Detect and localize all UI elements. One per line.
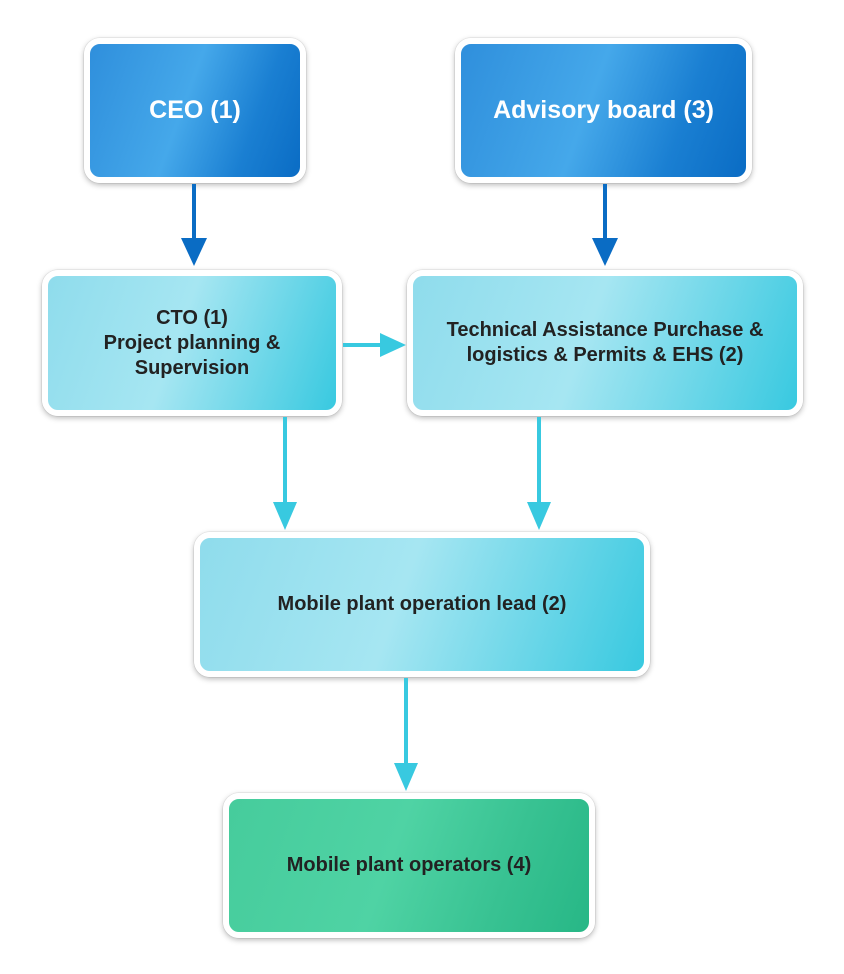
node-operation-lead-label: Mobile plant operation lead (2)	[277, 593, 567, 615]
edge-lead-to-operators	[394, 678, 418, 791]
arrowhead-icon	[273, 502, 297, 530]
node-cto: CTO (1) Project planning & Supervision	[42, 270, 342, 416]
arrowhead-icon	[592, 238, 618, 266]
node-advisory-board-label: Advisory board (3)	[493, 95, 714, 124]
node-ceo: CEO (1)	[84, 38, 306, 183]
edge-technical-to-lead	[527, 417, 551, 530]
arrowhead-icon	[181, 238, 207, 266]
arrowhead-icon	[380, 333, 406, 357]
node-technical-assistance-label: Technical Assistance Purchase & logistic…	[446, 319, 764, 366]
node-technical-assistance: Technical Assistance Purchase & logistic…	[407, 270, 803, 416]
node-cto-label: CTO (1) Project planning & Supervision	[103, 306, 281, 379]
edge-cto-to-technical	[343, 333, 406, 357]
node-ceo-label: CEO (1)	[149, 95, 241, 124]
arrowhead-icon	[394, 763, 418, 791]
node-advisory-board: Advisory board (3)	[455, 38, 752, 183]
node-operators: Mobile plant operators (4)	[223, 793, 595, 938]
edge-cto-to-lead	[273, 417, 297, 530]
edge-ceo-to-cto	[181, 184, 207, 266]
edge-advisory-to-technical	[592, 184, 618, 266]
node-operation-lead: Mobile plant operation lead (2)	[194, 532, 650, 677]
arrowhead-icon	[527, 502, 551, 530]
node-operators-label: Mobile plant operators (4)	[286, 854, 532, 876]
